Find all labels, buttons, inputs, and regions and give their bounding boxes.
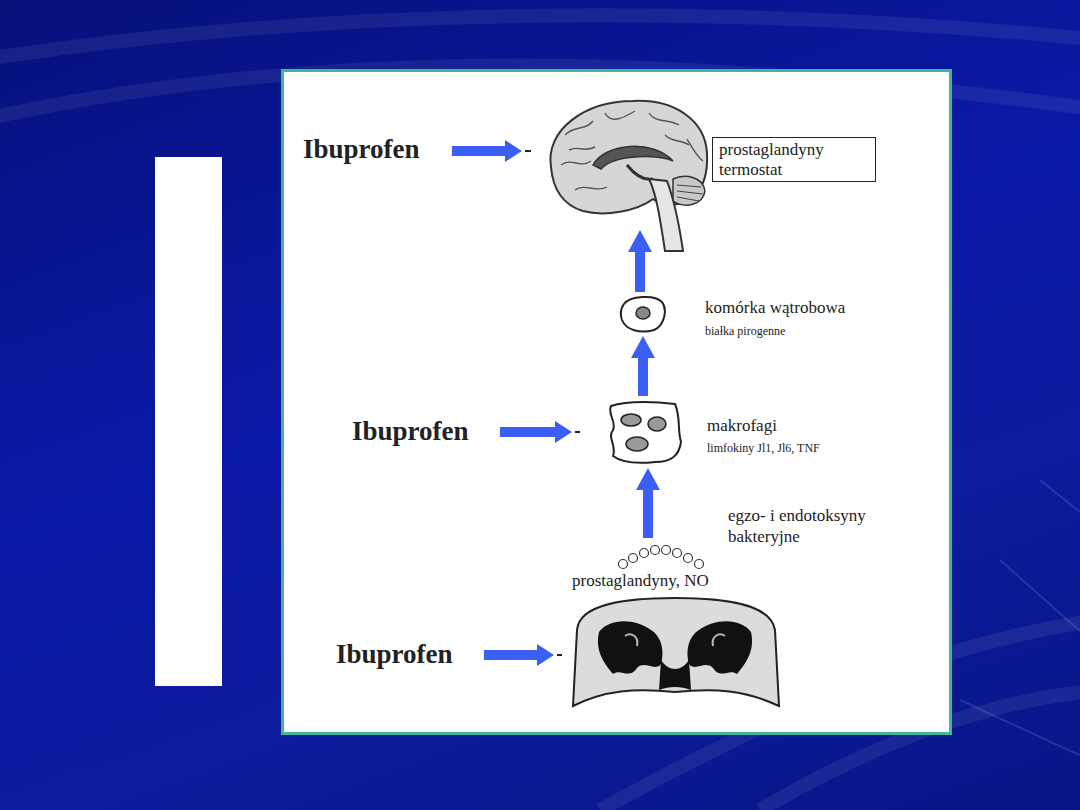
label-box: prostaglandyny termostat	[712, 137, 876, 182]
node-label: limfokiny Jl1, Jl6, TNF	[707, 442, 820, 456]
drug-label: Ibuprofen	[303, 134, 420, 165]
throat-figure: prostaglandyny, NO	[565, 540, 785, 708]
flow-arrow	[631, 336, 655, 396]
white-bar	[155, 157, 222, 686]
drug-label: Ibuprofen	[352, 416, 469, 447]
liver-cell: komórka wątrobowabiałka pirogenne	[618, 294, 668, 334]
drug-label: Ibuprofen	[336, 639, 453, 670]
flow-arrow	[636, 468, 660, 538]
node-label: komórka wątrobowa	[705, 298, 845, 318]
node-label: białka pirogenne	[705, 325, 785, 339]
edge-label: egzo- i endotoksyny bakteryjne	[728, 505, 933, 548]
node-label: prostaglandyny, NO	[572, 571, 709, 591]
macrophage: makrofagilimfokiny Jl1, Jl6, TNF	[603, 398, 683, 466]
node-label: makrofagi	[707, 416, 777, 436]
brain-figure: prostaglandyny termostat	[545, 95, 710, 228]
flow-arrow	[628, 230, 652, 292]
